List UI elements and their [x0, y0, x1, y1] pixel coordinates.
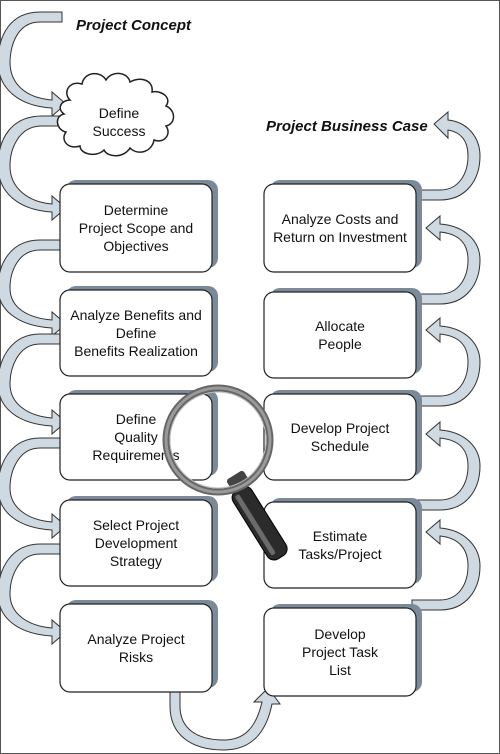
right-box-shapes	[263, 180, 422, 697]
left-step-4-label: Select Project Development Strategy	[92, 517, 180, 569]
right-step-5-label: Develop Project Task List	[302, 626, 378, 678]
right-arrow-0	[411, 518, 481, 611]
right-arrow-3	[411, 214, 481, 305]
right-arrow-4	[411, 110, 481, 201]
left-arrow-0	[0, 11, 67, 118]
left-step-5: Analyze Project Risks	[60, 604, 212, 692]
left-step-2: Analyze Benefits and Define Benefits Rea…	[60, 290, 212, 376]
left-step-4: Select Project Development Strategy	[60, 500, 212, 586]
left-step-5-label: Analyze Project Risks	[87, 631, 185, 665]
right-step-2-label: Allocate People	[315, 318, 365, 352]
right-step-4: Estimate Tasks/Project	[264, 502, 416, 588]
right-step-2: Allocate People	[264, 292, 416, 378]
right-arrow-1	[411, 420, 481, 511]
left-step-1: Determine Project Scope and Objectives	[60, 184, 212, 272]
left-step-3-label: Define Quality Requirements	[92, 411, 180, 463]
right-arrow-2	[411, 316, 481, 407]
right-step-1: Analyze Costs and Return on Investment	[264, 184, 416, 272]
right-step-3: Develop Project Schedule	[264, 394, 416, 480]
left-arrow-2	[0, 239, 67, 338]
left-arrow-1	[0, 115, 69, 222]
cloud-step-label: Define Success	[92, 105, 146, 139]
right-step-5: Develop Project Task List	[264, 608, 416, 696]
left-step-2-label: Analyze Benefits and Define Benefits Rea…	[70, 307, 202, 359]
title-project-business-case: Project Business Case	[266, 118, 428, 135]
left-arrow-4	[0, 437, 67, 540]
left-step-3: Define Quality Requirements	[60, 394, 212, 480]
bottom-connector-arrow	[169, 687, 281, 751]
right-step-3-label: Develop Project Schedule	[290, 420, 390, 454]
right-step-4-label: Estimate Tasks/Project	[298, 528, 382, 562]
cloud-step-text: Define Success	[74, 98, 164, 146]
right-step-1-label: Analyze Costs and Return on Investment	[273, 211, 407, 245]
left-arrow-5	[0, 543, 67, 646]
title-project-concept: Project Concept	[76, 17, 192, 34]
left-arrow-3	[0, 333, 67, 436]
define-success-cloud	[56, 72, 175, 157]
left-step-1-label: Determine Project Scope and Objectives	[78, 202, 194, 254]
